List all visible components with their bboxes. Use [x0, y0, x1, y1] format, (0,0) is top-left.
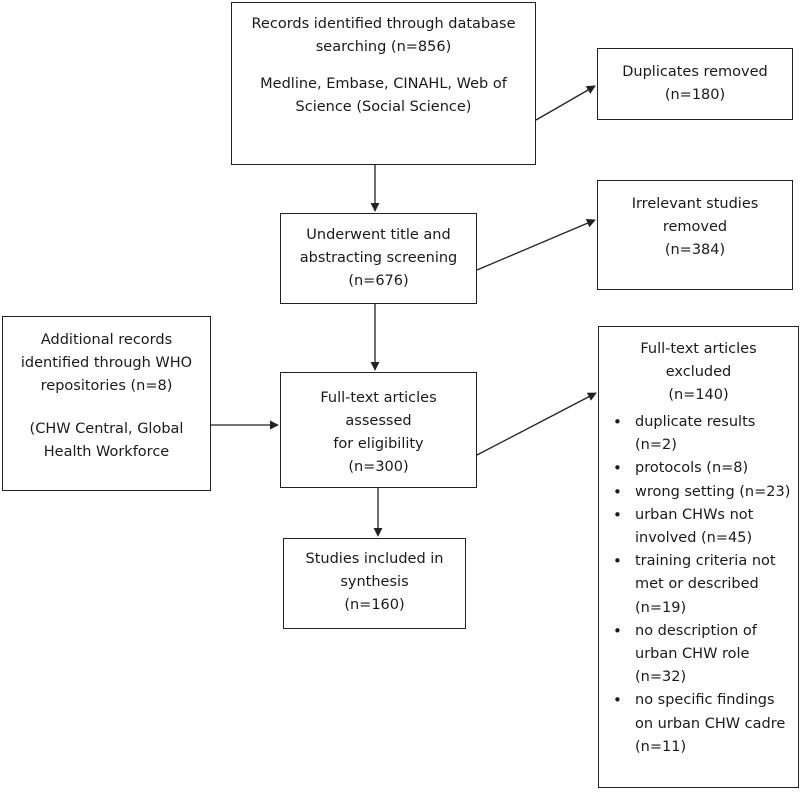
arrow-fulltext-to-excluded — [476, 392, 597, 456]
screening-line-3: (n=676) — [348, 273, 409, 289]
reason-text: urban CHWs not — [635, 506, 754, 523]
reason-text: no specific findings — [635, 692, 775, 709]
reason-text: urban CHW role — [635, 646, 750, 663]
fulltext-assessed-box: Full-text articles assessed for eligibil… — [280, 372, 477, 488]
arrow-records-to-duplicates — [535, 85, 596, 121]
reason-count: (n=32) — [635, 669, 687, 686]
included-line-1: Studies included in — [305, 551, 444, 567]
additional-line-3: repositories (n=8) — [40, 378, 173, 394]
irrelevant-line-2: removed — [662, 219, 728, 235]
records-line-4: Science (Social Science) — [295, 99, 472, 115]
reason-text: on urban CHW cadre — [635, 715, 786, 732]
irrelevant-line-3: (n=384) — [664, 242, 726, 258]
reason-text: duplicate results — [635, 414, 756, 430]
fulltext-line-4: (n=300) — [348, 459, 409, 475]
exclusion-reason: no description of urban CHW role (n=32) — [599, 620, 792, 690]
records-line-3: Medline, Embase, CINAHL, Web of — [260, 76, 507, 92]
reason-text: wrong setting (n=23) — [635, 483, 791, 500]
records-identified-box: Records identified through database sear… — [231, 2, 536, 165]
additional-line-1: Additional records — [40, 332, 173, 348]
additional-records-box: Additional records identified through WH… — [2, 316, 211, 491]
irrelevant-line-1: Irrelevant studies — [631, 196, 759, 212]
fulltext-line-2: assessed — [345, 413, 412, 429]
arrow-screening-to-irrelevant — [476, 219, 596, 271]
duplicates-removed-box: Duplicates removed (n=180) — [597, 48, 793, 120]
fulltext-line-1: Full-text articles — [320, 390, 437, 406]
screening-box: Underwent title and abstracting screenin… — [280, 213, 477, 304]
reason-text: training criteria not — [635, 553, 776, 570]
exclusion-reason: duplicate results (n=2) — [599, 411, 792, 457]
reason-count: involved (n=45) — [635, 530, 753, 547]
studies-included-box: Studies included in synthesis (n=160) — [283, 538, 466, 629]
additional-line-2: identified through WHO — [20, 355, 193, 371]
exclusion-reason: training criteria not met or described (… — [599, 550, 792, 620]
exclusion-reason: no specific findings on urban CHW cadre … — [599, 689, 792, 759]
screening-line-2: abstracting screening — [299, 250, 458, 266]
excluded-line-2: excluded — [665, 364, 732, 380]
screening-line-1: Underwent title and — [306, 227, 451, 243]
duplicates-line-1: Duplicates removed — [622, 64, 768, 80]
reason-count: (n=19) — [635, 599, 687, 616]
records-line-2: searching (n=856) — [315, 39, 452, 55]
excluded-line-3: (n=140) — [668, 387, 729, 403]
included-line-3: (n=160) — [344, 597, 405, 613]
exclusion-reason: protocols (n=8) — [599, 457, 792, 480]
exclusion-reason: urban CHWs not involved (n=45) — [599, 504, 792, 550]
additional-line-5: Health Workforce — [43, 444, 170, 460]
fulltext-line-3: for eligibility — [333, 436, 424, 452]
reason-text: no description of — [635, 622, 757, 639]
exclusion-reasons-list: duplicate results (n=2) protocols (n=8) … — [599, 411, 798, 759]
duplicates-line-2: (n=180) — [664, 87, 726, 103]
reason-text: met or described — [635, 576, 759, 593]
fulltext-excluded-box: Full-text articles excluded (n=140) dupl… — [598, 326, 799, 788]
irrelevant-removed-box: Irrelevant studies removed (n=384) — [597, 180, 793, 290]
additional-line-4: (CHW Central, Global — [29, 421, 184, 437]
records-line-1: Records identified through database — [251, 16, 516, 32]
reason-text: protocols (n=8) — [635, 460, 749, 477]
reason-count: (n=2) — [635, 437, 677, 454]
excluded-line-1: Full-text articles — [640, 341, 757, 357]
exclusion-reason: wrong setting (n=23) — [599, 481, 792, 504]
reason-count: (n=11) — [635, 738, 687, 755]
included-line-2: synthesis — [340, 574, 409, 590]
